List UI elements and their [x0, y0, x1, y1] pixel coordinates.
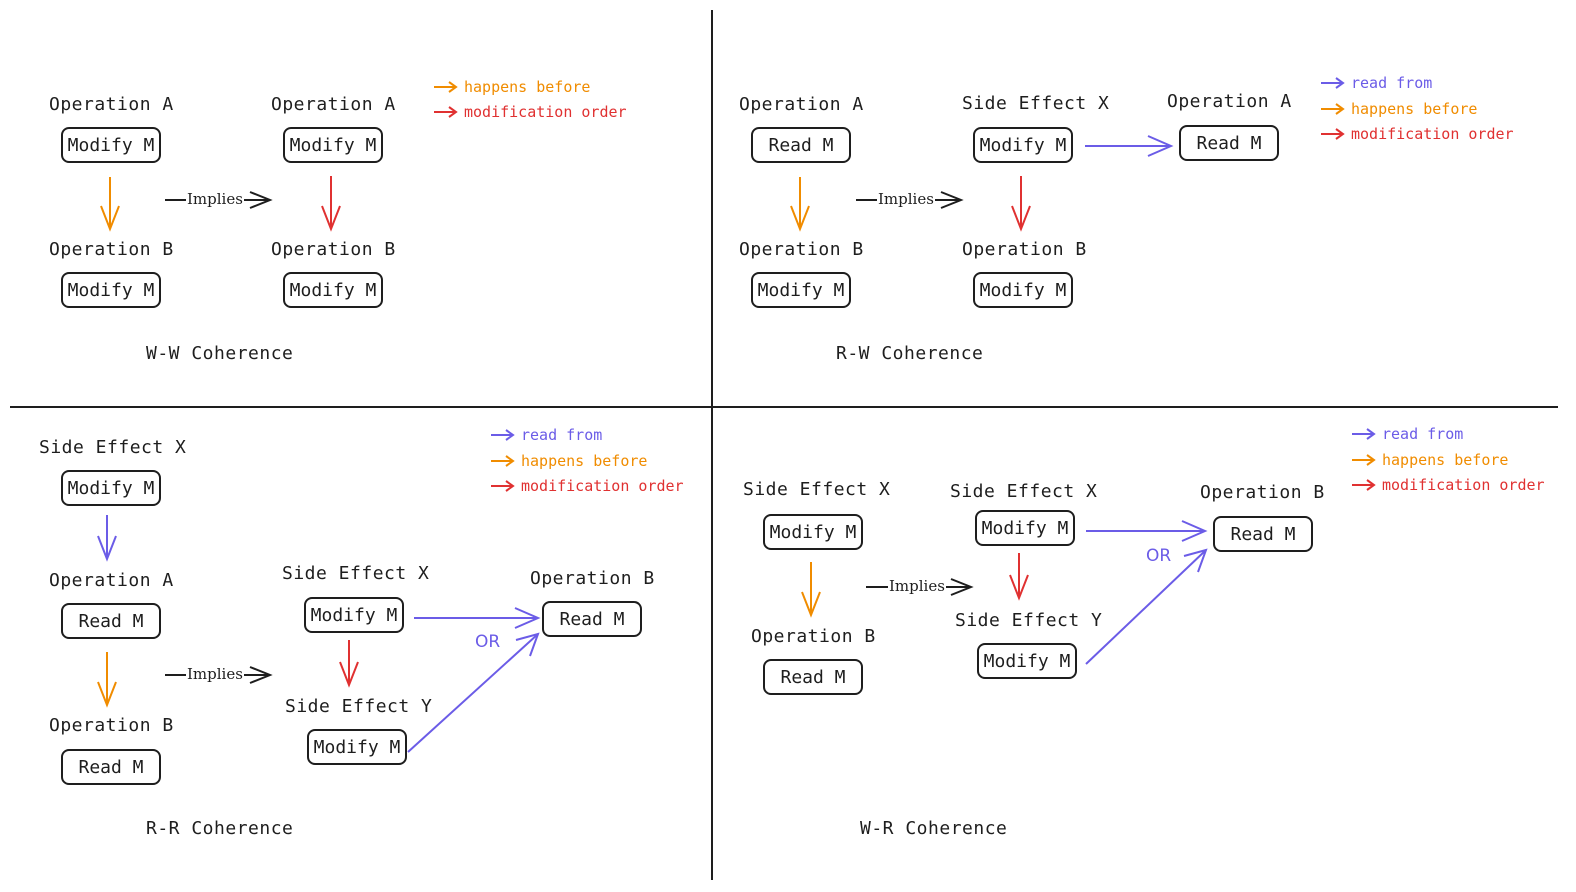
wr-operation-b-box: Read M	[763, 659, 863, 695]
rw-side-effect-x-label: Side Effect X	[962, 93, 1110, 114]
rr-legend-modification-order: modification order	[521, 477, 684, 495]
rr-operation-b-label: Operation B	[49, 715, 174, 736]
wr-legend-modification-order: modification order	[1382, 476, 1545, 494]
rw-legend-rf-arrow	[1321, 77, 1345, 89]
wr-or-label: OR	[1146, 546, 1172, 566]
ww-legend-hb-arrow	[434, 81, 458, 93]
rw-operation-b-box: Modify M	[751, 272, 851, 308]
rw-caption: R-W Coherence	[836, 343, 984, 364]
rw-read-from-arrow	[1085, 135, 1174, 157]
wr-operation-b-label: Operation B	[751, 626, 876, 647]
ww-implies-label: Implies	[186, 190, 244, 208]
rw-operation-b-label: Operation B	[739, 239, 864, 260]
rr-operation-a-label: Operation A	[49, 570, 174, 591]
rr-implies-label: Implies	[186, 665, 244, 683]
ww-left-operation-a-label: Operation A	[49, 94, 174, 115]
rw-operation-a-box: Read M	[751, 127, 851, 163]
ww-legend-modification-order: modification order	[464, 103, 627, 121]
ww-left-operation-b-label: Operation B	[49, 239, 174, 260]
rr-legend-hb-arrow	[491, 455, 515, 467]
rr-read-from-down-arrow	[97, 515, 117, 562]
rw-side-effect-b-label: Operation B	[962, 239, 1087, 260]
rr-side-effect-x-box: Modify M	[61, 470, 161, 506]
rr-operation-a-box: Read M	[61, 603, 161, 639]
rw-side-effect-x-box: Modify M	[973, 127, 1073, 163]
wr-right-operation-b-label: Operation B	[1200, 482, 1325, 503]
wr-side-effect-x-box: Modify M	[763, 514, 863, 550]
rr-side-effect-x-label: Side Effect X	[39, 437, 187, 458]
rw-operation-a2-label: Operation A	[1167, 91, 1292, 112]
rw-legend-read-from: read from	[1351, 74, 1433, 92]
wr-legend-rf-arrow	[1352, 428, 1376, 440]
wr-legend-hb-arrow	[1352, 454, 1376, 466]
wr-right-side-effect-x-box: Modify M	[975, 510, 1075, 546]
rr-read-from-y-arrow	[407, 632, 540, 753]
rr-caption: R-R Coherence	[146, 818, 294, 839]
rw-legend-mo-arrow	[1321, 128, 1345, 140]
ww-caption: W-W Coherence	[146, 343, 294, 364]
wr-implies-label: Implies	[888, 577, 946, 595]
rr-legend-read-from: read from	[521, 426, 603, 444]
rr-or-label: OR	[475, 632, 501, 652]
wr-legend-happens-before: happens before	[1382, 451, 1509, 469]
rw-legend-modification-order: modification order	[1351, 125, 1514, 143]
wr-read-from-x-arrow	[1086, 520, 1208, 542]
ww-left-happens-before-arrow	[100, 177, 120, 232]
wr-legend-read-from: read from	[1382, 425, 1464, 443]
ww-right-operation-a-box: Modify M	[283, 127, 383, 163]
rr-right-operation-b-box: Read M	[542, 601, 642, 637]
rr-happens-before-arrow	[97, 652, 117, 708]
wr-right-side-effect-y-box: Modify M	[977, 643, 1077, 679]
rr-right-side-effect-x-label: Side Effect X	[282, 563, 430, 584]
ww-left-operation-b-box: Modify M	[61, 272, 161, 308]
rr-right-operation-b-label: Operation B	[530, 568, 655, 589]
rr-read-from-x-arrow	[414, 607, 541, 629]
wr-right-operation-b-box: Read M	[1213, 516, 1313, 552]
ww-right-modification-order-arrow	[321, 176, 341, 232]
rw-side-effect-b-box: Modify M	[973, 272, 1073, 308]
wr-read-from-y-arrow	[1085, 548, 1208, 665]
rw-operation-a2-box: Read M	[1179, 125, 1279, 161]
ww-legend-mo-arrow	[434, 106, 458, 118]
ww-left-operation-a-box: Modify M	[61, 127, 161, 163]
rr-legend-rf-arrow	[491, 429, 515, 441]
wr-right-side-effect-y-label: Side Effect Y	[955, 610, 1103, 631]
rw-implies-label: Implies	[877, 190, 935, 208]
rw-modification-order-arrow	[1011, 176, 1031, 232]
ww-right-operation-b-label: Operation B	[271, 239, 396, 260]
rw-legend-happens-before: happens before	[1351, 100, 1478, 118]
rr-legend-happens-before: happens before	[521, 452, 648, 470]
ww-right-operation-b-box: Modify M	[283, 272, 383, 308]
wr-legend-mo-arrow	[1352, 479, 1376, 491]
wr-caption: W-R Coherence	[860, 818, 1008, 839]
ww-legend-happens-before: happens before	[464, 78, 591, 96]
rr-legend-mo-arrow	[491, 480, 515, 492]
wr-side-effect-x-label: Side Effect X	[743, 479, 891, 500]
rr-operation-b-box: Read M	[61, 749, 161, 785]
wr-modification-order-arrow	[1009, 553, 1029, 601]
rr-right-side-effect-x-box: Modify M	[304, 597, 404, 633]
rw-legend-hb-arrow	[1321, 103, 1345, 115]
rr-right-side-effect-y-label: Side Effect Y	[285, 696, 433, 717]
wr-happens-before-arrow	[801, 562, 821, 618]
rr-modification-order-arrow	[339, 640, 359, 688]
ww-right-operation-a-label: Operation A	[271, 94, 396, 115]
rw-left-happens-before-arrow	[790, 177, 810, 232]
wr-right-side-effect-x-label: Side Effect X	[950, 481, 1098, 502]
rw-operation-a-label: Operation A	[739, 94, 864, 115]
rr-right-side-effect-y-box: Modify M	[307, 729, 407, 765]
